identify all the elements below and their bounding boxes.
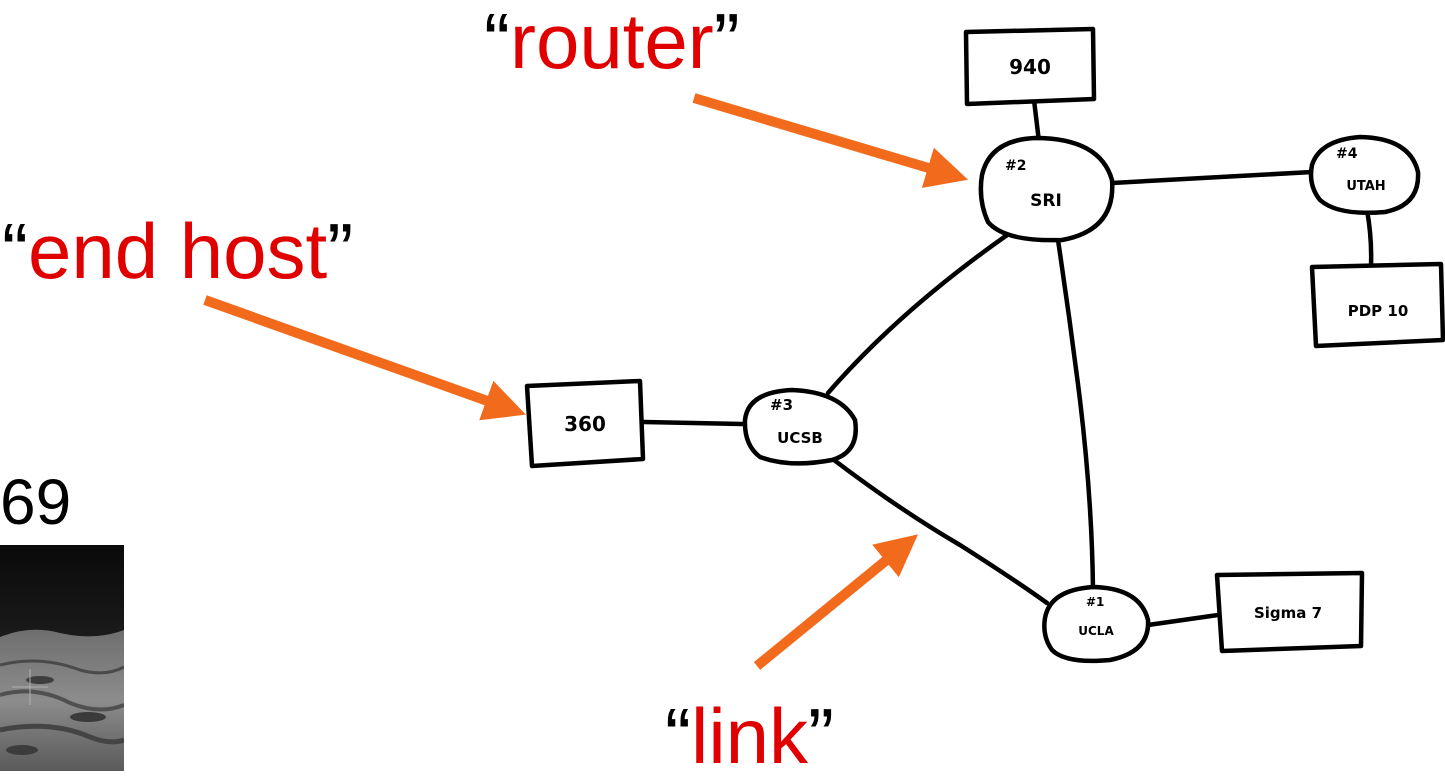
link-360-ucsb bbox=[641, 419, 745, 427]
router-number-utah: #4 bbox=[1336, 146, 1358, 162]
router-circle-ucsb bbox=[742, 387, 858, 466]
end-host-open-quote: “ bbox=[2, 207, 28, 295]
year-fragment: 69 bbox=[0, 466, 72, 538]
host-box-940 bbox=[963, 26, 1097, 107]
link-callout-text: link bbox=[690, 692, 809, 780]
link-close-quote: ” bbox=[808, 692, 835, 780]
host-box-360 bbox=[524, 378, 646, 469]
end-host-close-quote: ” bbox=[327, 207, 354, 295]
moon-surface-photo bbox=[0, 545, 124, 771]
router-number-ucsb: #3 bbox=[770, 396, 793, 414]
link-sri-utah bbox=[1109, 169, 1315, 186]
router-number-ucla: #1 bbox=[1086, 595, 1104, 609]
router-open-quote: “ bbox=[484, 0, 510, 85]
network-links bbox=[641, 97, 1374, 628]
link-ucsb-ucla bbox=[831, 457, 1050, 606]
router-close-quote: ” bbox=[713, 0, 740, 85]
host-label-sigma7: Sigma 7 bbox=[1254, 604, 1322, 622]
router-name-sri: SRI bbox=[1030, 191, 1062, 211]
host-label-360: 360 bbox=[564, 412, 606, 436]
link-sri-ucsb bbox=[825, 230, 1013, 396]
router-arrow bbox=[692, 93, 969, 188]
router-circle-utah bbox=[1308, 134, 1421, 216]
router-name-ucsb: UCSB bbox=[777, 429, 823, 447]
host-label-940: 940 bbox=[1009, 55, 1051, 79]
link-sri-ucla bbox=[1055, 237, 1096, 593]
link-open-quote: “ bbox=[665, 692, 691, 780]
router-circle-sri bbox=[978, 135, 1115, 243]
router-circle-ucla bbox=[1042, 584, 1151, 664]
router-name-utah: UTAH bbox=[1346, 179, 1385, 194]
router-name-ucla: UCLA bbox=[1078, 624, 1114, 638]
link-ucla-sigma7 bbox=[1145, 612, 1221, 628]
host-box-sigma7 bbox=[1214, 570, 1365, 654]
router-number-sri: #2 bbox=[1005, 158, 1026, 174]
end-host-callout-text: end host bbox=[27, 207, 328, 295]
router-callout: “router” bbox=[484, 2, 740, 80]
router-callout-text: router bbox=[509, 0, 714, 85]
end-host-arrow bbox=[203, 295, 526, 421]
link-callout: “link” bbox=[665, 697, 834, 775]
end-host-callout: “end host” bbox=[2, 212, 353, 290]
link-utah-pdp10 bbox=[1364, 207, 1374, 269]
link-arrow bbox=[753, 534, 919, 670]
host-box-pdp10 bbox=[1309, 261, 1445, 349]
host-label-pdp10: PDP 10 bbox=[1348, 302, 1409, 320]
